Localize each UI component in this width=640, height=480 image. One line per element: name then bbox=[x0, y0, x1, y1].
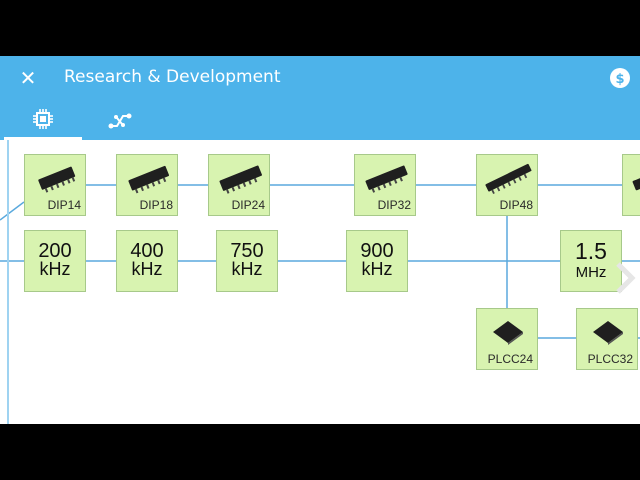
chip-node-plcc32[interactable]: PLCC32 bbox=[576, 308, 638, 370]
tab-circuits[interactable] bbox=[96, 100, 144, 140]
freq-node-1-5mhz[interactable]: 1.5 MHz bbox=[560, 230, 622, 292]
chip-label: DIP48 bbox=[499, 198, 533, 212]
tab-components[interactable] bbox=[4, 100, 82, 140]
freq-value: 750 bbox=[230, 240, 264, 262]
freq-value: 900 bbox=[360, 240, 394, 262]
dip-chip-icon bbox=[485, 163, 532, 195]
freq-unit: kHz bbox=[131, 259, 163, 279]
chip-label: DIP14 bbox=[47, 198, 81, 212]
connection-lines bbox=[0, 140, 640, 424]
title-bar: ✕ Research & Development $ bbox=[0, 56, 640, 100]
dip-chip-icon bbox=[632, 165, 640, 191]
chip-label: DIP18 bbox=[139, 198, 173, 212]
freq-node-750khz[interactable]: 750 kHz bbox=[216, 230, 278, 292]
freq-unit: kHz bbox=[39, 259, 71, 279]
chip-label: PLCC24 bbox=[487, 352, 533, 366]
freq-node-400khz[interactable]: 400 kHz bbox=[116, 230, 178, 292]
close-icon: ✕ bbox=[19, 66, 37, 90]
plcc-chip-icon bbox=[493, 321, 523, 345]
freq-value: 1.5 bbox=[575, 238, 607, 264]
freq-unit: kHz bbox=[231, 259, 263, 279]
dip-chip-icon bbox=[38, 166, 76, 193]
freq-unit: MHz bbox=[575, 264, 607, 281]
freq-node-200khz[interactable]: 200 kHz bbox=[24, 230, 86, 292]
dip-chip-icon bbox=[365, 165, 408, 193]
dip-chip-icon bbox=[128, 165, 170, 194]
chip-node-dip24[interactable]: DIP24 bbox=[208, 154, 270, 216]
chip-label: DIP32 bbox=[377, 198, 411, 212]
chip-node-next[interactable] bbox=[622, 154, 640, 216]
rd-screen: ✕ Research & Development $ bbox=[0, 56, 640, 424]
currency-button[interactable]: $ bbox=[610, 68, 630, 88]
tech-tree: DIP14 DIP18 DIP24 DIP32 bbox=[0, 140, 640, 424]
chip-label: PLCC32 bbox=[587, 352, 633, 366]
chip-node-dip14[interactable]: DIP14 bbox=[24, 154, 86, 216]
freq-value: 200 bbox=[38, 240, 72, 262]
close-button[interactable]: ✕ bbox=[14, 66, 42, 90]
dip-chip-icon bbox=[219, 165, 262, 194]
freq-unit: kHz bbox=[361, 259, 393, 279]
chip-node-dip32[interactable]: DIP32 bbox=[354, 154, 416, 216]
chip-node-dip18[interactable]: DIP18 bbox=[116, 154, 178, 216]
chip-icon bbox=[33, 108, 53, 129]
freq-value: 400 bbox=[130, 240, 164, 262]
chip-node-dip48[interactable]: DIP48 bbox=[476, 154, 538, 216]
header: ✕ Research & Development $ bbox=[0, 56, 640, 140]
freq-node-900khz[interactable]: 900 kHz bbox=[346, 230, 408, 292]
scroll-right-button[interactable] bbox=[612, 258, 636, 298]
svg-text:$: $ bbox=[615, 72, 624, 87]
dollar-coin-icon: $ bbox=[611, 69, 629, 87]
chevron-right-icon bbox=[616, 262, 636, 294]
page-title: Research & Development bbox=[64, 67, 281, 87]
circuit-path-icon bbox=[108, 113, 132, 129]
plcc-chip-icon bbox=[593, 321, 623, 345]
chip-node-plcc24[interactable]: PLCC24 bbox=[476, 308, 538, 370]
chip-label: DIP24 bbox=[231, 198, 265, 212]
